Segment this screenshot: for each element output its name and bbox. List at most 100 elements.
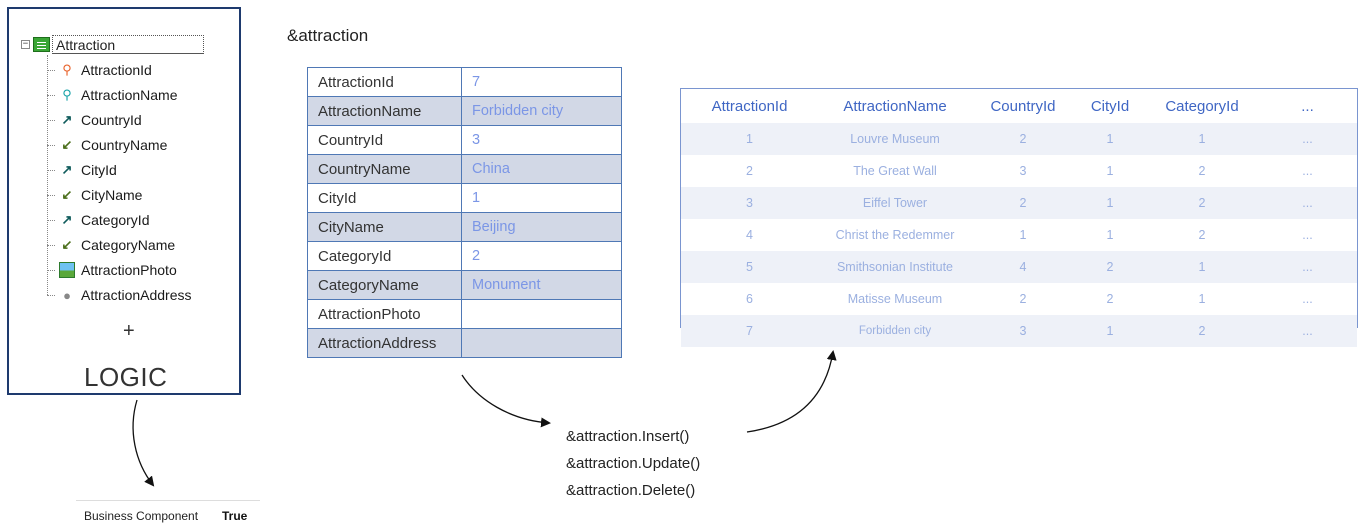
property-value[interactable]: True — [222, 509, 248, 523]
attribute-name: AttractionId — [81, 62, 152, 78]
table-cell: ... — [1258, 251, 1357, 283]
field-name: AttractionName — [307, 96, 462, 126]
table-cell: ... — [1302, 292, 1313, 306]
table-cell: 4 — [746, 228, 753, 242]
attribute-name: CountryName — [81, 137, 168, 153]
table-cell: 3 — [972, 315, 1074, 347]
attribute-row[interactable]: ⚲ AttractionName — [47, 84, 177, 106]
variable-row: AttractionPhoto — [307, 299, 622, 329]
business-component-property[interactable]: Business Component True — [76, 500, 260, 531]
arrow-to-methods — [461, 374, 551, 428]
table-cell: 1 — [1074, 315, 1146, 347]
search-icon: ⚲ — [62, 87, 72, 102]
table-cell: Matisse Museum — [847, 292, 943, 306]
field-value — [461, 328, 622, 358]
attribute-name: CategoryName — [81, 237, 176, 253]
attribute-name: AttractionAddress — [81, 287, 192, 303]
image-icon — [59, 262, 75, 278]
tree-connector — [47, 55, 48, 295]
table-cell: 2 — [1146, 315, 1258, 347]
table-cell: ... — [1302, 164, 1313, 178]
table-cell: 1 — [681, 123, 818, 155]
table-row: 2 The Great Wall 3 1 2... — [681, 155, 1357, 187]
field-name: CategoryName — [307, 270, 462, 300]
table-cell: 1 — [1198, 292, 1206, 306]
logic-label: LOGIC — [84, 362, 168, 392]
update-method: &attraction.Update() — [566, 455, 701, 472]
table-cell: 2 — [1198, 228, 1206, 242]
field-value: Beijing — [461, 212, 622, 242]
attribute-row[interactable]: ↙ CountryName — [47, 134, 167, 156]
attribute-row[interactable]: ↗ CountryId — [47, 109, 142, 131]
field-value: Monument — [461, 270, 622, 300]
collapse-toggle[interactable]: − — [21, 38, 30, 49]
table-cell: 2 — [746, 164, 753, 178]
field-name: CountryName — [307, 154, 462, 184]
table-cell: ... — [1258, 187, 1357, 219]
arrow-down-left-icon: ↙ — [61, 237, 73, 252]
method-list: &attraction.Insert() &attraction.Update(… — [566, 423, 700, 504]
variable-title: &attraction — [287, 26, 369, 45]
table-cell: 6 — [746, 292, 753, 306]
column-header: CategoryId — [1165, 97, 1239, 115]
arrow-to-property — [132, 399, 155, 487]
attribute-row[interactable]: AttractionPhoto — [47, 259, 177, 281]
table-cell: 5 — [681, 251, 818, 283]
attribute-row[interactable]: ↗ CategoryId — [47, 209, 149, 231]
table-cell: 1 — [1019, 228, 1027, 242]
field-name: CategoryId — [307, 241, 462, 271]
table-cell: 1 — [1146, 123, 1258, 155]
table-cell: 3 — [1019, 164, 1027, 178]
attribute-row[interactable]: ↙ CategoryName — [47, 234, 175, 256]
table-cell: Forbidden city — [818, 315, 972, 347]
transaction-name[interactable]: Attraction — [52, 34, 204, 54]
attribute-row[interactable]: ↗ CityId — [47, 159, 117, 181]
table-cell: 2 — [972, 123, 1074, 155]
column-header: CountryId — [990, 97, 1056, 115]
table-cell: 1 — [1146, 251, 1258, 283]
delete-method: &attraction.Delete() — [566, 482, 696, 499]
table-cell: ... — [1258, 123, 1357, 155]
column-header: AttractionId — [711, 97, 788, 115]
table-cell: 3 — [681, 187, 818, 219]
arrow-up-right-icon: ↗ — [61, 162, 73, 177]
attribute-name: AttractionName — [81, 87, 178, 103]
attribute-name: CategoryId — [81, 212, 150, 228]
table-cell: 2 — [972, 187, 1074, 219]
attribute-row[interactable]: ● AttractionAddress — [47, 284, 192, 306]
insert-method: &attraction.Insert() — [566, 428, 690, 445]
field-value: 1 — [461, 183, 622, 213]
plus-sign: + — [123, 320, 135, 342]
table-cell: ... — [1258, 315, 1357, 347]
attribute-name: AttractionPhoto — [81, 262, 177, 278]
table-cell: 2 — [1146, 187, 1258, 219]
table-cell: 2 — [1106, 292, 1114, 306]
transaction-root[interactable]: − Attraction — [21, 34, 204, 54]
attribute-name: CountryId — [81, 112, 142, 128]
field-value — [461, 299, 622, 329]
table-cell: The Great Wall — [853, 164, 937, 178]
attribute-row[interactable]: ⚲ AttractionId — [47, 59, 152, 81]
table-cell: 4 — [972, 251, 1074, 283]
property-name: Business Component — [84, 509, 199, 523]
table-cell: 1 — [1106, 164, 1114, 178]
table-header-row: AttractionId AttractionName CountryId Ci… — [681, 89, 1357, 123]
table-cell: 2 — [1198, 164, 1206, 178]
arrow-down-left-icon: ↙ — [61, 187, 73, 202]
table-cell: Smithsonian Institute — [818, 251, 972, 283]
transaction-icon — [33, 36, 50, 52]
table-cell: 1 — [1074, 187, 1146, 219]
attribute-row[interactable]: ↙ CityName — [47, 184, 142, 206]
